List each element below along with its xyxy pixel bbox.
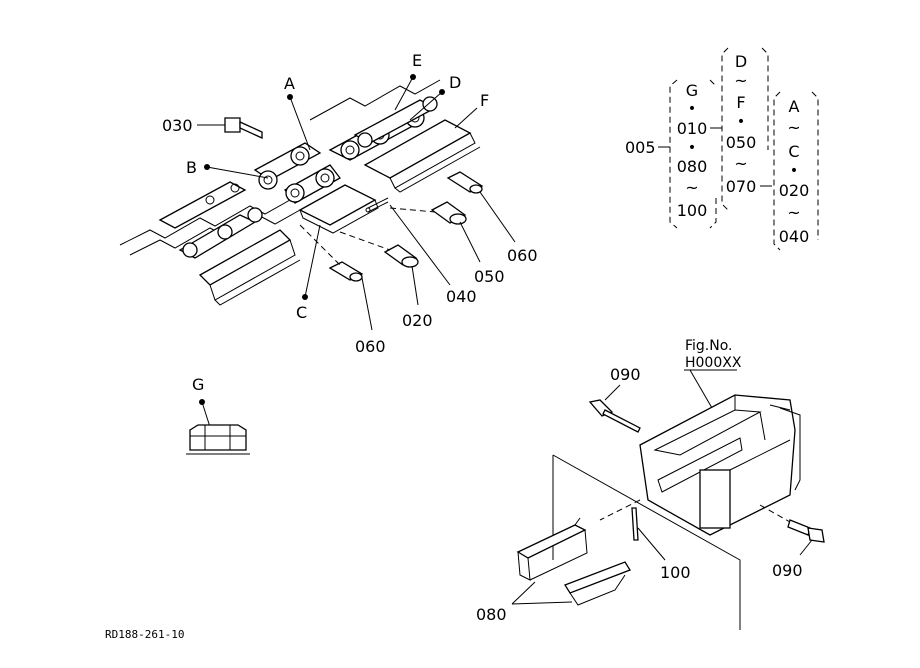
- label-080: 080: [476, 605, 507, 624]
- legend-col3-6: 040: [779, 227, 810, 246]
- bracket-assembly: Fig.No. H000XX 090 090 100: [476, 338, 825, 630]
- legend-col1-3: •: [688, 140, 696, 156]
- legend-col1-2: 010: [677, 119, 708, 138]
- legend-col3-3: •: [790, 163, 798, 179]
- legend-col1-5: ~: [685, 178, 698, 197]
- nut-g-illustration: G: [186, 375, 250, 455]
- fig-ref-number: H000XX: [685, 355, 742, 371]
- leader-lines: [197, 74, 516, 331]
- assembly-legend: 005 G • 010 • 080 ~ 100 D ~ F • 050 ~ 07…: [625, 47, 819, 251]
- legend-col1-0: G: [686, 81, 698, 100]
- label-060-right: 060: [507, 246, 538, 265]
- label-g: G: [192, 375, 204, 394]
- legend-col2-5: ~: [734, 154, 747, 173]
- label-050: 050: [474, 267, 505, 286]
- legend-col3-5: ~: [787, 203, 800, 222]
- fig-ref-label: Fig.No.: [685, 338, 733, 354]
- legend-col2-1: ~: [734, 71, 747, 90]
- legend-col3-0: A: [789, 97, 800, 116]
- track-chain-illustration: [119, 79, 481, 306]
- label-e: E: [412, 51, 422, 70]
- legend-col2-0: D: [735, 52, 747, 71]
- legend-col2-2: F: [736, 93, 745, 112]
- label-030: 030: [162, 116, 193, 135]
- label-020: 020: [402, 311, 433, 330]
- legend-col2-3: •: [737, 114, 745, 130]
- label-a: A: [284, 74, 295, 93]
- label-100: 100: [660, 563, 691, 582]
- label-090-right: 090: [772, 561, 803, 580]
- label-d: D: [449, 73, 461, 92]
- legend-col1-1: •: [688, 101, 696, 117]
- legend-col1-4: 080: [677, 157, 708, 176]
- drawing-code: RD188-261-10: [105, 628, 184, 641]
- legend-col2-6: 070: [726, 177, 757, 196]
- label-090-top: 090: [610, 365, 641, 384]
- label-f: F: [480, 91, 489, 110]
- label-060-left: 060: [355, 337, 386, 356]
- legend-col3-4: 020: [779, 181, 810, 200]
- legend-col3-1: ~: [787, 118, 800, 137]
- label-040: 040: [446, 287, 477, 306]
- legend-col3-2: C: [788, 142, 799, 161]
- legend-col2-4: 050: [726, 133, 757, 152]
- legend-root: 005: [625, 138, 656, 157]
- label-b: B: [186, 158, 197, 177]
- legend-col1-6: 100: [677, 201, 708, 220]
- label-c: C: [296, 303, 307, 322]
- pins-and-bushings: [224, 117, 484, 282]
